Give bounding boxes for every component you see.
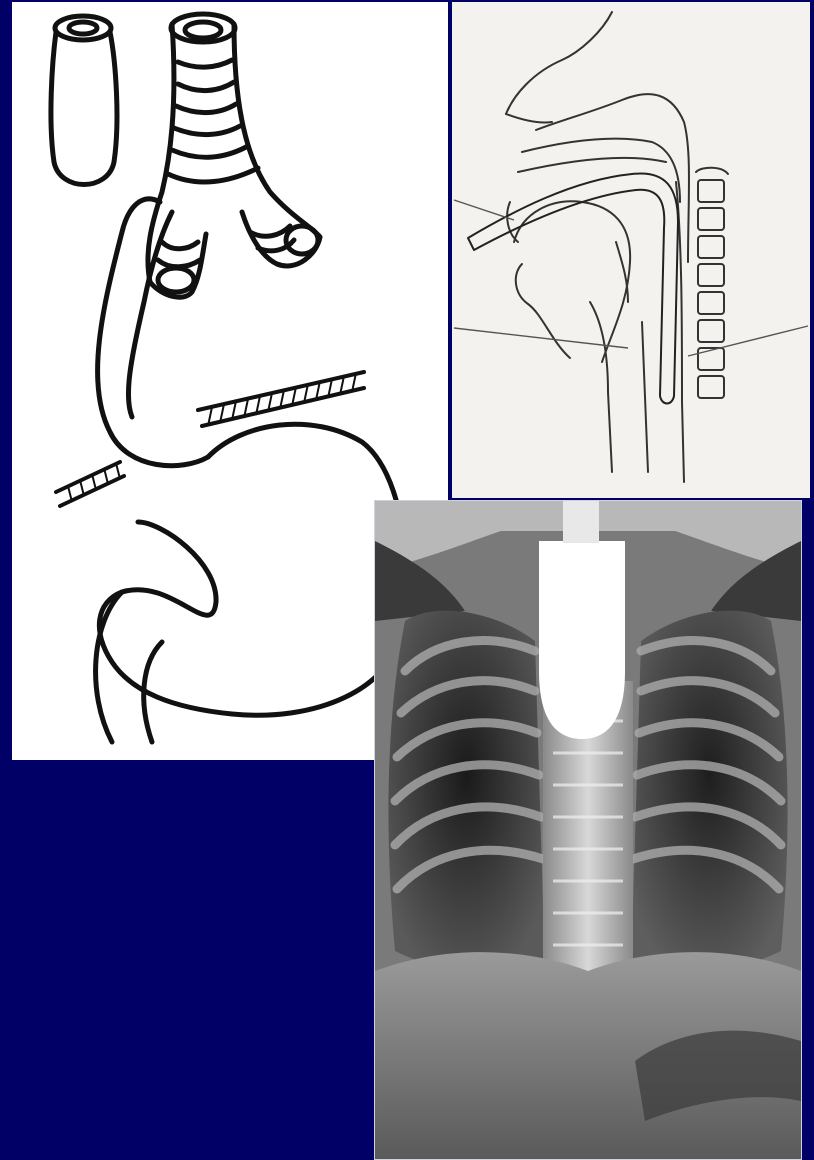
leader-line-upper-left	[454, 200, 514, 220]
sagittal-catheter-drawing	[452, 2, 810, 498]
left-bronchus	[242, 212, 320, 266]
fistula-lower-esophagus	[98, 199, 208, 466]
trachea-right-wall	[234, 24, 320, 237]
catheter	[468, 173, 678, 403]
nasal-profile	[506, 12, 612, 114]
tongue	[514, 201, 630, 362]
upper-pouch	[51, 32, 117, 185]
sagittal-diagram-svg	[452, 2, 810, 498]
chest-radiograph	[374, 500, 802, 1160]
xray-svg	[375, 501, 801, 1159]
contrast-filled-pouch	[539, 541, 625, 739]
